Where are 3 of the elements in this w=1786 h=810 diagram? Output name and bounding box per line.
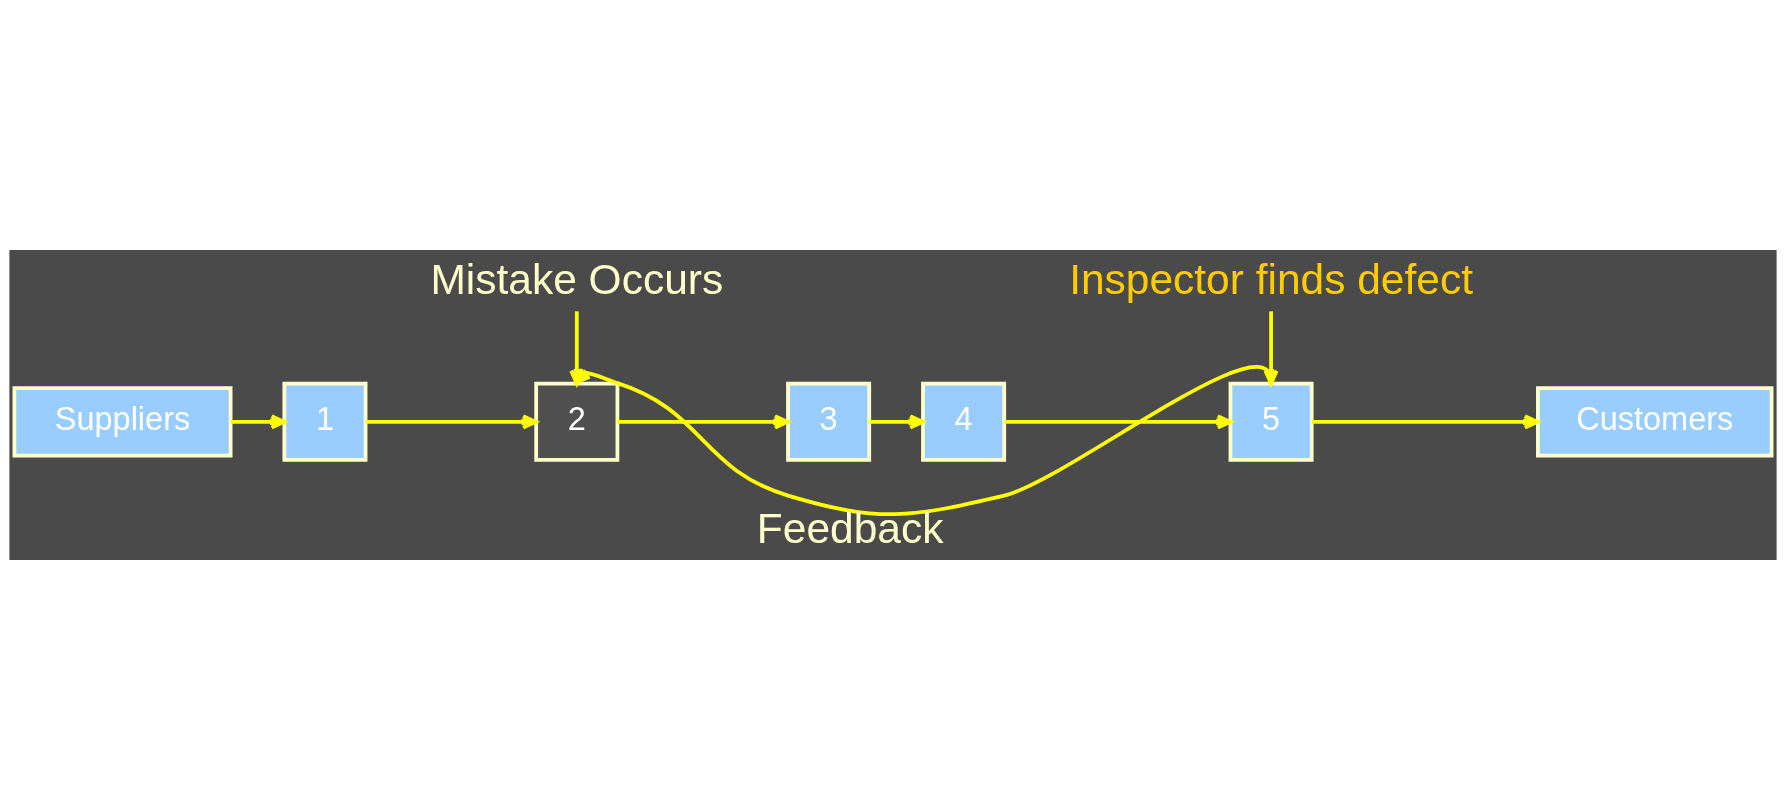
edge-label: Feedback: [756, 504, 944, 552]
node-text: Mistake Occurs: [430, 255, 724, 303]
node-text: Inspector finds defect: [1069, 255, 1473, 303]
